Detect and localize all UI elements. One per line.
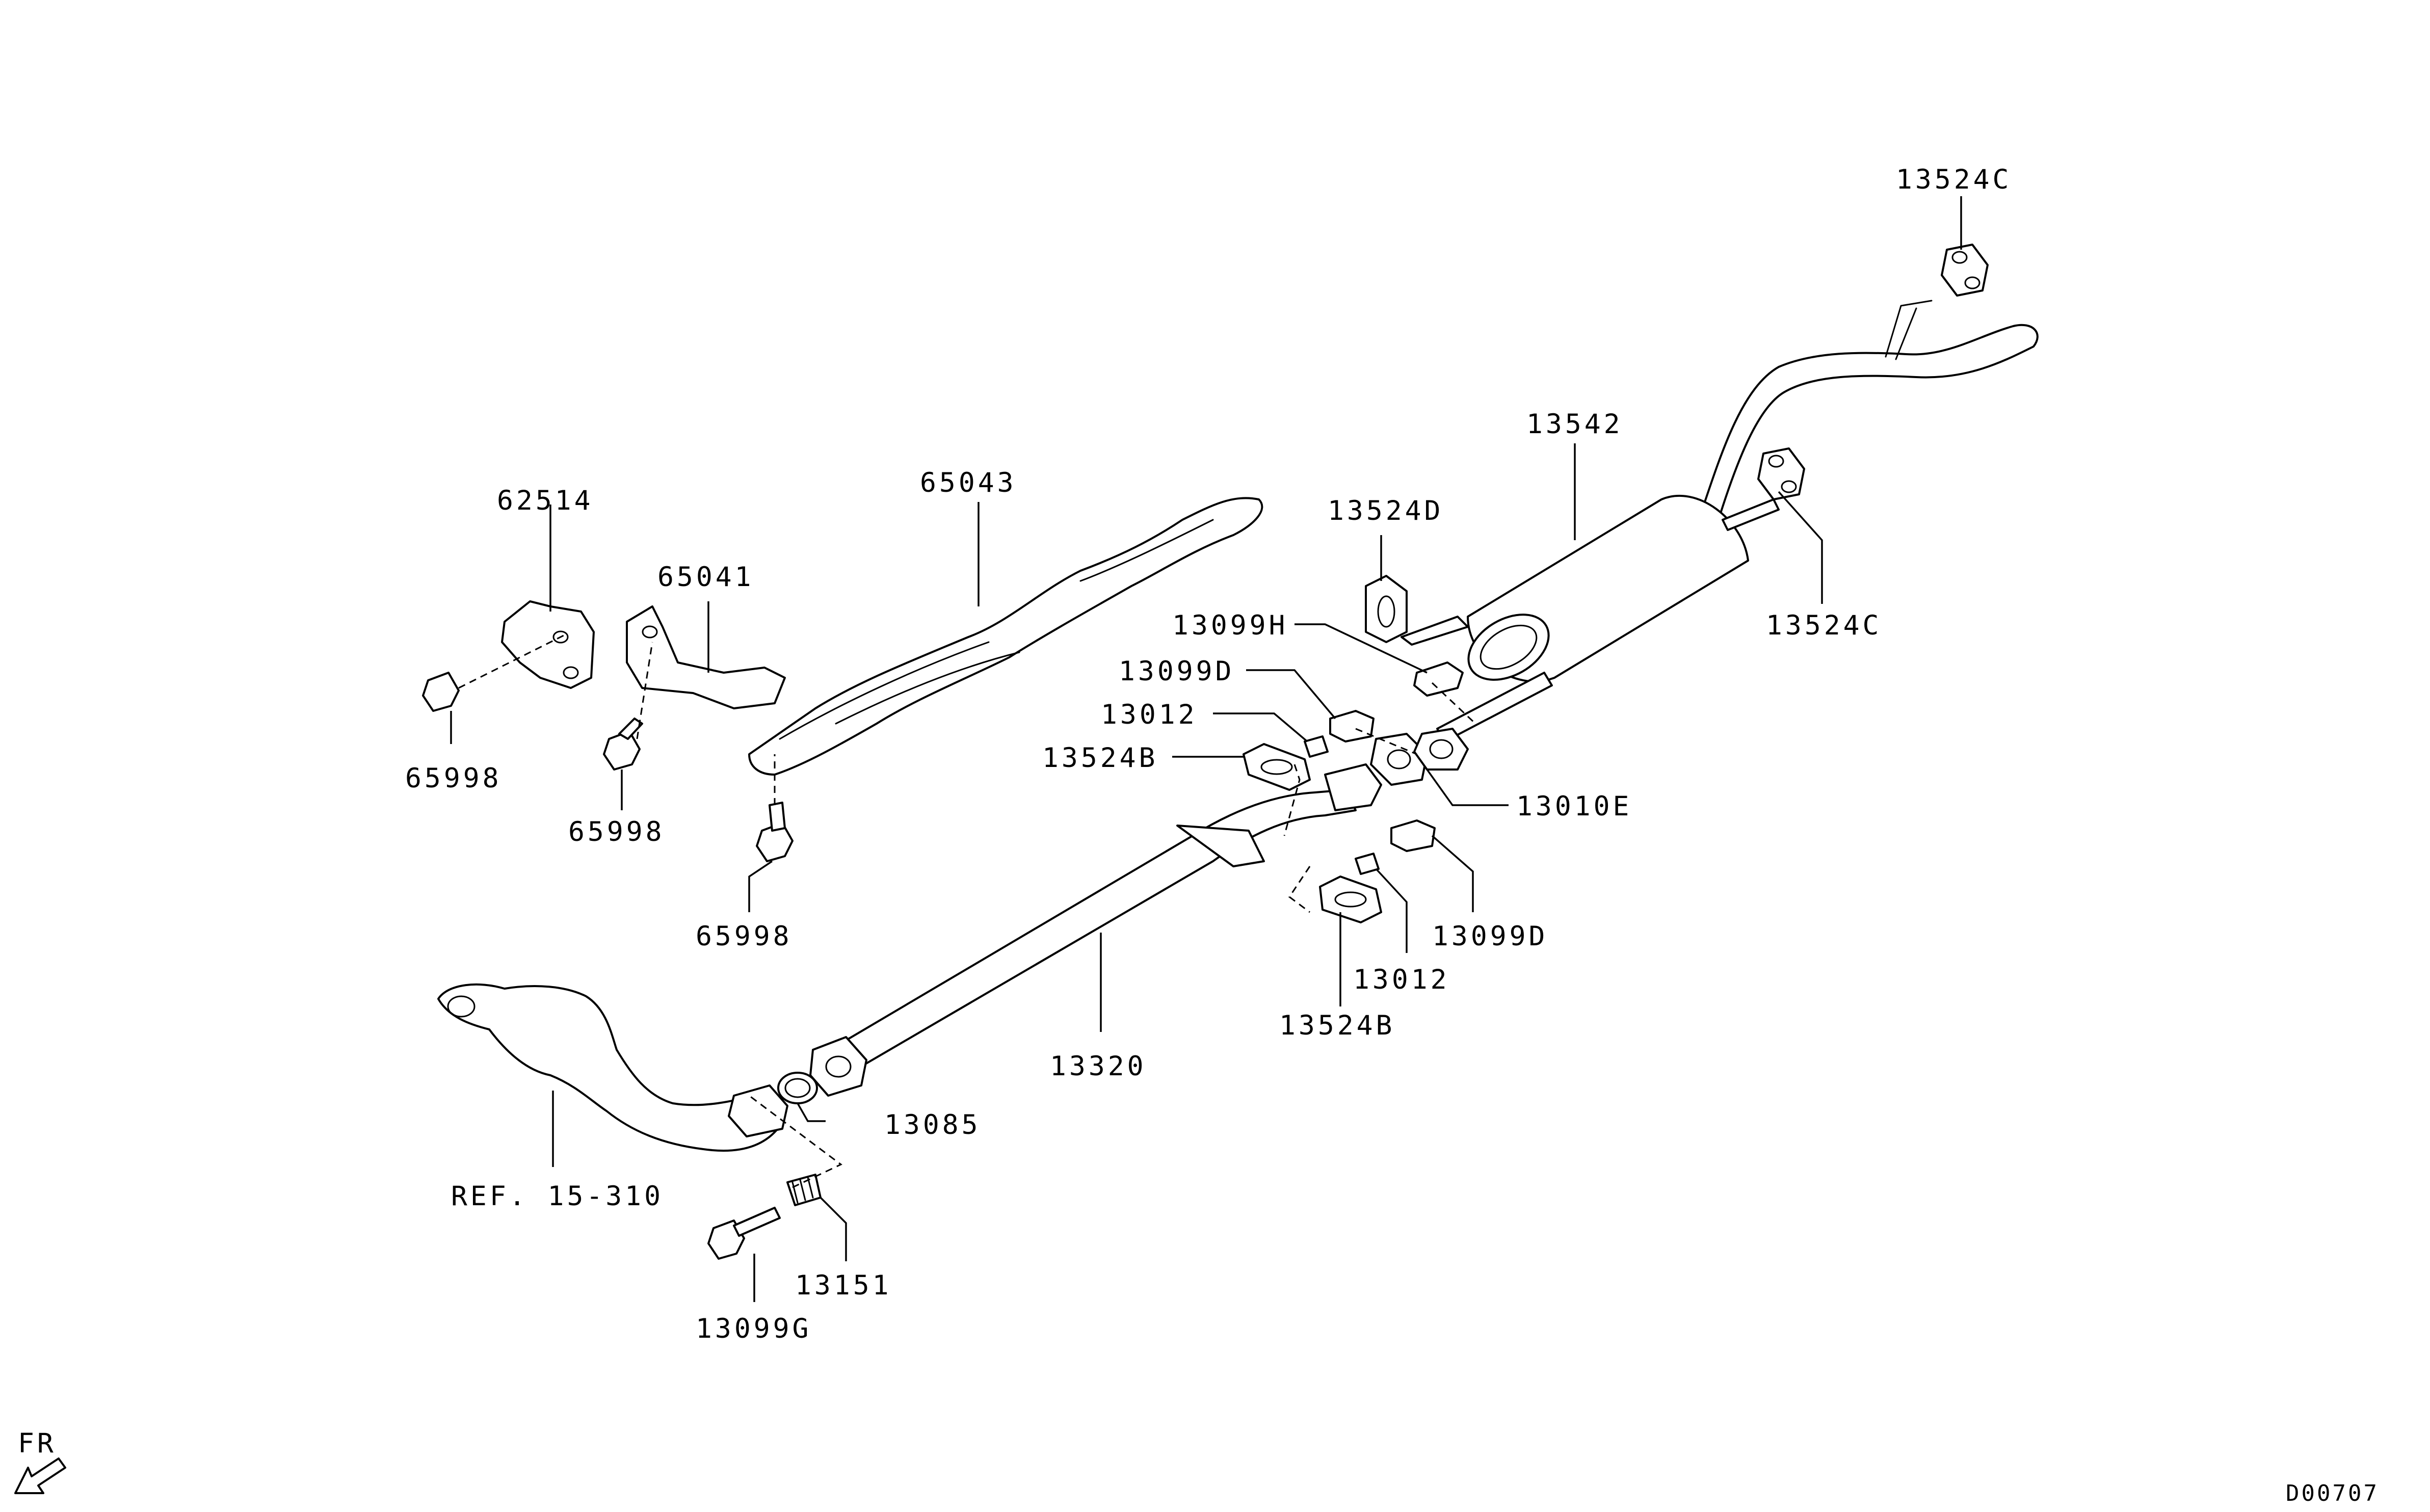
bushing-13012-lower [1355, 853, 1380, 875]
bushing-13012-upper [1304, 735, 1329, 758]
hanger-13524c-top [1941, 244, 1989, 297]
label-13085: 13085 [884, 1109, 981, 1140]
label-13524d: 13524D [1328, 495, 1443, 526]
gasket-13085 [777, 1072, 818, 1104]
hanger-13524c-right [1757, 447, 1805, 500]
label-13012-lower: 13012 [1353, 964, 1450, 995]
hanger-13524b-lower [1319, 876, 1382, 923]
label-13151: 13151 [795, 1270, 892, 1301]
label-13524b-lower: 13524B [1279, 1010, 1395, 1041]
bolt-13099d-upper [1329, 710, 1375, 742]
front-pipe [437, 983, 788, 1152]
label-13099d-lower: 13099D [1432, 921, 1548, 952]
label-13010e: 13010E [1516, 791, 1632, 822]
assembly-lines [458, 633, 1476, 1188]
bolt-13099g [707, 1207, 781, 1260]
bolt-65998-c [756, 802, 794, 862]
heat-protector-65041 [626, 605, 786, 709]
label-13320: 13320 [1050, 1051, 1147, 1082]
hanger-13524b-upper [1243, 743, 1311, 791]
label-13542: 13542 [1526, 409, 1623, 440]
label-65998-c: 65998 [696, 921, 793, 952]
heat-protector-65043 [748, 497, 1263, 776]
bracket-62514 [501, 600, 595, 689]
center-pipe [809, 763, 1382, 1097]
label-13099h: 13099H [1172, 610, 1288, 641]
gasket-13010e [1370, 728, 1469, 786]
label-65041: 65041 [657, 562, 754, 593]
label-fr: FR [18, 1428, 57, 1459]
label-13012-upper: 13012 [1101, 699, 1198, 730]
label-65998-b: 65998 [568, 816, 665, 847]
label-13524c-top: 13524C [1896, 164, 2012, 195]
label-65998-a: 65998 [405, 763, 502, 794]
leader-lines [450, 196, 1962, 1302]
tail-pipe [1701, 300, 2039, 516]
spring-13151 [786, 1174, 822, 1206]
drawing-id: D00707 [2286, 1480, 2379, 1506]
label-13099g: 13099G [696, 1313, 811, 1344]
label-13099d-upper: 13099D [1119, 656, 1234, 687]
muffler [1401, 494, 1780, 742]
label-13524c-right: 13524C [1766, 610, 1882, 641]
label-62514: 62514 [497, 485, 594, 516]
bolt-13099h [1413, 661, 1464, 697]
label-ref-15-310: REF. 15-310 [451, 1181, 664, 1212]
hanger-13524d [1365, 575, 1408, 643]
bolt-65998-a [422, 672, 460, 712]
label-13524b-upper: 13524B [1042, 742, 1158, 774]
bolt-13099d-lower [1390, 819, 1436, 852]
bolt-65998-b [603, 718, 643, 771]
part-labels: 13524C 13524C 13542 13524D 13099H 13099D… [18, 164, 2379, 1506]
label-65043: 65043 [920, 467, 1017, 498]
front-direction-arrow-icon [14, 1457, 66, 1494]
